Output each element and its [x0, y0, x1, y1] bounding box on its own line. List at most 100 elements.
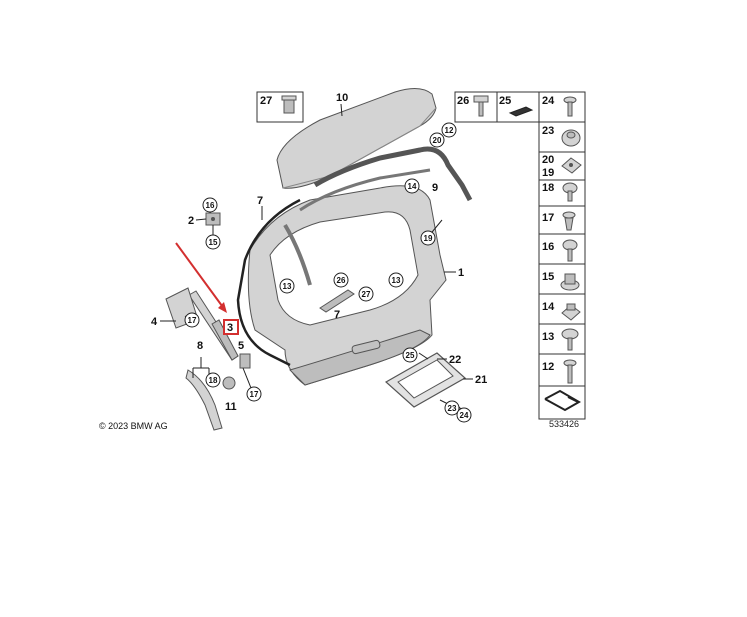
part-box-13[interactable]: 13	[542, 328, 579, 351]
part-number: 20	[542, 154, 554, 166]
latch[interactable]	[239, 353, 251, 369]
circle-text: 18	[209, 376, 218, 385]
part-number: 14	[542, 301, 555, 313]
circle-text: 25	[406, 351, 415, 360]
part-box-17[interactable]: 17	[542, 211, 576, 231]
label-4: 4	[151, 316, 158, 328]
graphic-symbol-box	[544, 389, 582, 412]
circle-label-13a: 13	[279, 278, 295, 294]
diagram-id: 533426	[549, 419, 579, 429]
circle-text: 14	[408, 182, 417, 191]
circle-label-25: 25	[402, 347, 418, 363]
center-bracket[interactable]	[319, 289, 355, 313]
part-number: 17	[542, 212, 554, 224]
gas-strut[interactable]	[188, 290, 239, 361]
circle-text: 26	[337, 276, 346, 285]
circle-label-12: 12	[441, 122, 457, 138]
label-22: 22	[449, 354, 461, 366]
circle-text: 27	[362, 290, 371, 299]
part-box-25[interactable]: 25	[496, 91, 540, 123]
part-box-27[interactable]: 27	[256, 91, 304, 123]
part-box-23[interactable]: 23	[542, 125, 581, 147]
circle-label-16: 16	[202, 197, 218, 213]
circle-text: 13	[392, 276, 401, 285]
label-7b: 7	[334, 309, 340, 321]
label-10: 10	[336, 92, 348, 104]
label-3: 3	[227, 322, 233, 334]
label-7: 7	[257, 195, 263, 207]
circle-text: 19	[424, 234, 433, 243]
hinge[interactable]	[205, 212, 221, 226]
flange-nut-icon	[560, 273, 580, 291]
circle-label-18: 18	[205, 372, 221, 388]
part-number: 25	[499, 95, 511, 107]
part-number: 16	[542, 241, 554, 253]
part-number: 13	[542, 331, 554, 343]
washer-cap-icon	[561, 129, 581, 147]
highlight-arrow	[175, 242, 227, 313]
circle-text: 17	[250, 390, 259, 399]
cap[interactable]	[222, 376, 236, 390]
hex-bolt-icon	[562, 239, 578, 262]
nut-screw-icon	[562, 182, 578, 202]
license-plate-frame[interactable]	[384, 352, 467, 408]
inner-frame[interactable]	[283, 146, 473, 286]
part-box-24[interactable]: 24	[542, 95, 577, 117]
weatherstrip-seal[interactable]	[236, 198, 301, 367]
circle-label-15: 15	[205, 234, 221, 250]
screw-icon	[563, 96, 577, 117]
side-trim[interactable]	[185, 369, 223, 431]
circle-label-20: 20	[429, 132, 445, 148]
circle-text: 23	[448, 404, 457, 413]
part-box-20-19[interactable]: 20 19	[542, 154, 582, 179]
circle-text: 16	[206, 201, 215, 210]
copyright-text: © 2023 BMW AG	[99, 421, 168, 431]
clip-plate-icon	[561, 157, 582, 174]
part-number: 26	[457, 95, 469, 107]
part-box-26[interactable]: 26	[454, 91, 498, 123]
part-number: 12	[542, 361, 554, 373]
circle-text: 15	[209, 238, 218, 247]
part-box-16[interactable]: 16	[542, 239, 578, 262]
label-21: 21	[475, 374, 487, 386]
part-number: 24	[542, 95, 555, 107]
part-number: 18	[542, 182, 554, 194]
part-number: 23	[542, 125, 554, 137]
part-number: 27	[260, 95, 272, 107]
label-11: 11	[225, 401, 237, 413]
circle-label-17a: 17	[184, 312, 200, 328]
part-box-15[interactable]: 15	[542, 271, 580, 291]
circle-text: 13	[283, 282, 292, 291]
tailgate-body[interactable]	[247, 185, 447, 386]
circle-text: 20	[433, 136, 442, 145]
highlighted-part-3[interactable]: 3	[223, 319, 239, 335]
circle-label-14: 14	[404, 178, 420, 194]
square-nut-icon	[561, 303, 581, 321]
circle-label-17b: 17	[246, 386, 262, 402]
side-parts-column	[538, 91, 586, 420]
circle-label-23: 23	[444, 400, 460, 416]
expanding-rivet-icon	[562, 211, 576, 231]
label-2: 2	[188, 215, 194, 227]
circle-text: 24	[460, 411, 469, 420]
circle-text: 12	[445, 126, 454, 135]
label-8: 8	[197, 340, 203, 352]
strip-symbol-icon	[544, 389, 582, 412]
collar-screw-icon	[561, 328, 579, 351]
bolt-icon	[473, 95, 489, 117]
circle-label-13b: 13	[388, 272, 404, 288]
part-box-14[interactable]: 14	[542, 301, 581, 321]
rear-spoiler[interactable]	[276, 88, 437, 189]
circle-label-19: 19	[420, 230, 436, 246]
part-box-18[interactable]: 18	[542, 182, 578, 202]
part-number: 15	[542, 271, 554, 283]
label-5: 5	[238, 340, 244, 352]
label-1: 1	[458, 267, 464, 279]
circle-label-26: 26	[333, 272, 349, 288]
foam-strip-icon	[508, 106, 534, 117]
label-9: 9	[432, 182, 438, 194]
circle-label-27: 27	[358, 286, 374, 302]
rivet-nut-icon	[281, 95, 297, 114]
part-box-12[interactable]: 12	[542, 359, 577, 384]
